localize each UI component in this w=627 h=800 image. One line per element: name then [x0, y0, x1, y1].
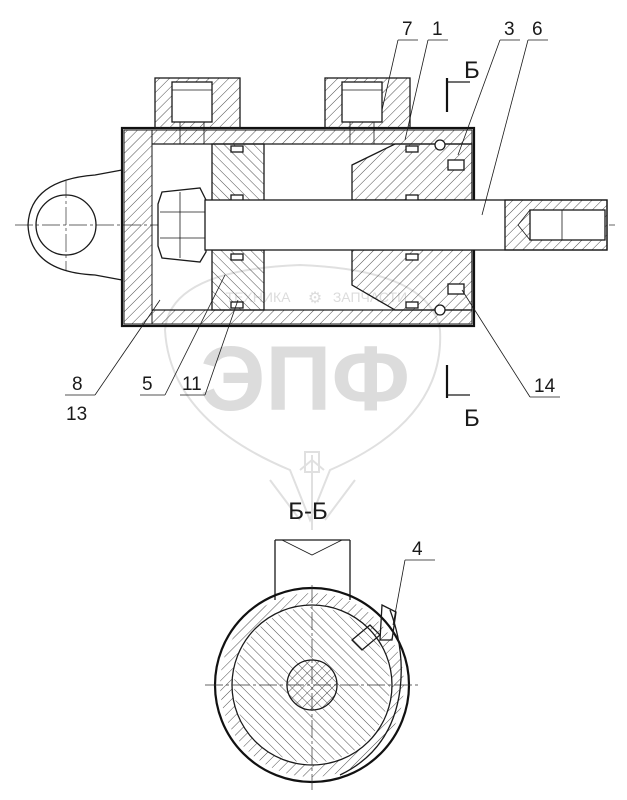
section-view-title: Б-Б — [288, 498, 328, 525]
main-section-view — [15, 77, 615, 328]
leader-lines — [65, 39, 560, 626]
port-fitting-left — [154, 77, 241, 144]
rod-gland — [351, 139, 473, 316]
section-marker-top-letter: Б — [464, 57, 480, 84]
section-marker-bottom-letter: Б — [464, 405, 480, 432]
callout-4: 4 — [412, 539, 423, 560]
callout-11: 11 — [182, 374, 202, 395]
callout-13: 13 — [66, 404, 87, 425]
watermark-wheat-icon — [269, 451, 356, 530]
callout-labels: 7 1 3 6 8 13 5 11 14 4 — [66, 19, 556, 560]
end-cap — [123, 129, 153, 325]
callout-14: 14 — [534, 376, 556, 397]
section-marker-top: Б — [445, 57, 480, 112]
callout-6: 6 — [532, 19, 543, 40]
watermark-gear-icon: ⚙ — [308, 290, 322, 307]
port-fitting-right — [324, 77, 411, 144]
top-wall — [151, 129, 473, 145]
clevis-eye — [27, 169, 123, 281]
section-view-b-b: Б-Б — [205, 498, 420, 790]
watermark-logo-text: ЭПФ — [200, 328, 410, 430]
callout-3: 3 — [504, 19, 515, 40]
callout-8: 8 — [72, 374, 83, 395]
callout-1: 1 — [432, 19, 443, 40]
bottom-wall — [151, 309, 473, 325]
section-marker-bottom: Б — [445, 365, 480, 432]
piston-rod — [204, 199, 608, 251]
piston-nut — [157, 187, 207, 263]
callout-7: 7 — [402, 19, 413, 40]
callout-5: 5 — [142, 374, 153, 395]
